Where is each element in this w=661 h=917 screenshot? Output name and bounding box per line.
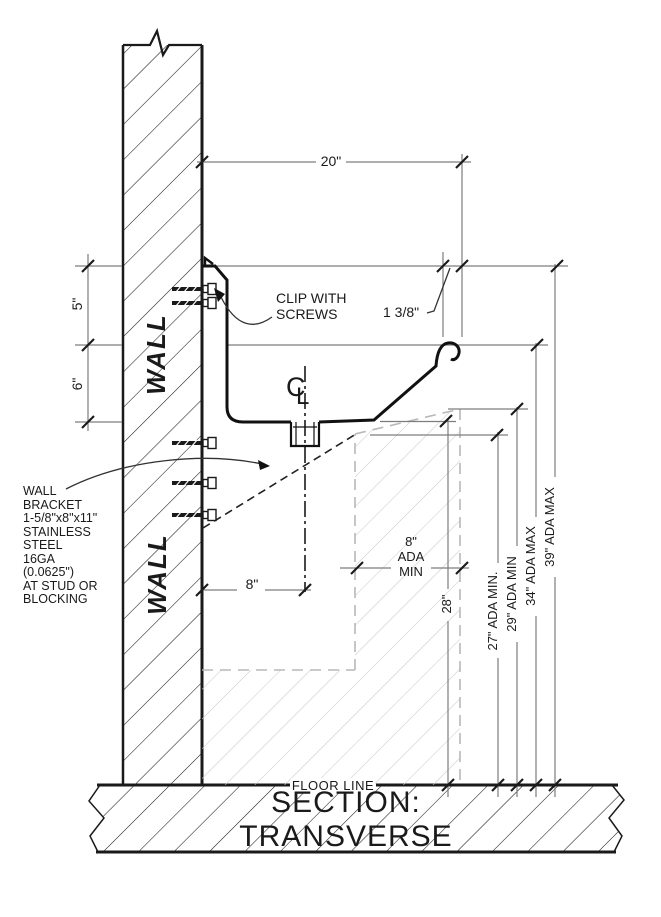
dim-left-lower: 6" [69, 377, 85, 391]
wall-section [121, 27, 204, 785]
leader-lines [65, 267, 451, 490]
dim-ada-34: 34" ADA MAX [522, 526, 538, 606]
dim-ada-29: 29" ADA MIN [503, 556, 519, 632]
wall-label-lower: WALL [141, 533, 172, 615]
bracket-note: WALL BRACKET 1-5/8"x8"x11" STAINLESS STE… [23, 484, 98, 606]
dim-ada-27: 27" ADA MIN. [484, 571, 500, 651]
dim-knee-clearance: 8" ADA MIN [397, 534, 425, 579]
floor-line-label: FLOOR LINE [291, 778, 375, 793]
dimension-ticks [81, 155, 564, 792]
wall-label-upper: WALL [140, 313, 171, 395]
ada-clearance-zone [202, 408, 461, 785]
drain-fitting [289, 422, 321, 448]
clip-note: CLIP WITH SCREWS [276, 290, 347, 322]
dimension-lines [75, 154, 568, 797]
bracket-hidden-line [202, 433, 357, 529]
drawing-title: SECTION: TRANSVERSE [239, 786, 453, 853]
centerline-symbol: C L [284, 370, 320, 416]
dim-left-upper: 5" [69, 297, 85, 311]
dim-clearance-height: 28" [438, 594, 454, 614]
dim-ada-39: 39" ADA MAX [541, 487, 557, 567]
dim-rim-setback: 1 3/8" [383, 304, 420, 320]
dim-drain-offset: 8" [245, 576, 259, 592]
centerline-l: L [296, 383, 310, 410]
sink-basin-profile [202, 255, 461, 424]
dim-top-width: 20" [320, 153, 342, 169]
centerline-c: C [286, 372, 306, 402]
